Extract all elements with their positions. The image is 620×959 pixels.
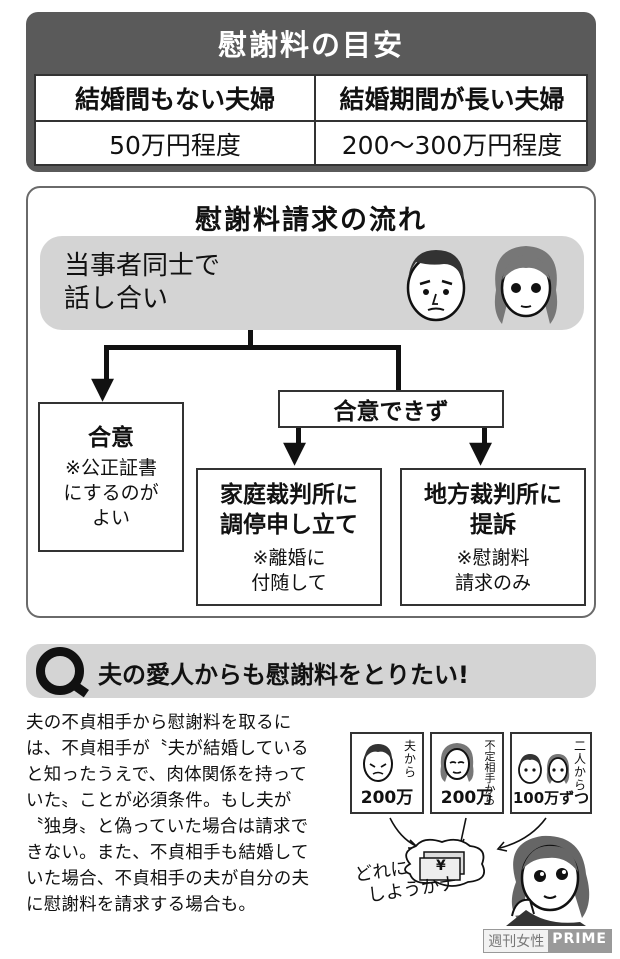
header-short-marriage: 結婚間もない夫婦 — [74, 85, 275, 114]
option-card-both: 二人から 100万ずつ — [510, 732, 592, 814]
disagreement-title: 合意できず — [333, 399, 449, 425]
district-court-title: 地方裁判所に 提訴 — [424, 482, 562, 538]
q-mark-tail — [69, 679, 89, 698]
watermark-left: 週刊女性 — [484, 930, 549, 952]
option-amount: 200万 — [440, 788, 494, 808]
district-court-box: 地方裁判所に 提訴 ※慰謝料 請求のみ — [400, 468, 586, 606]
answer-text: 夫の不貞相手から慰謝料を取るに は、不貞相手が〝夫が結婚している と知ったうえで… — [26, 713, 310, 915]
guideline-table: 結婚間もない夫婦 結婚期間が長い夫婦 50万円程度 200〜300万円程度 — [34, 74, 588, 166]
husband-face-icon — [406, 250, 466, 322]
question-text: 夫の愛人からも慰謝料をとりたい! — [98, 661, 469, 689]
agreement-box: 合意 ※公正証書 にするのが よい — [38, 402, 184, 552]
negotiation-step: 当事者同士で 話し合い — [40, 236, 584, 330]
flow-title: 慰謝料請求の流れ — [195, 205, 427, 236]
thought-bubble-icon — [404, 838, 486, 887]
disagreement-box: 合意できず — [278, 390, 504, 428]
option-label: 夫から — [403, 739, 416, 779]
watermark-right: PRIME — [548, 930, 611, 952]
option-label: 不定相手から — [484, 739, 496, 807]
arrow-down-icon: ▼ — [469, 435, 493, 470]
option-label: 二人から — [573, 739, 586, 792]
family-court-box: 家庭裁判所に 調停申し立て ※離婚に 付随して — [196, 468, 382, 606]
option-card-husband: 夫から 200万 — [350, 732, 424, 814]
value-long-marriage: 200〜300万円程度 — [341, 131, 563, 160]
agreement-title: 合意 — [88, 425, 134, 451]
arrow-down-icon: ▼ — [91, 371, 115, 406]
option-card-lover: 不定相手から 200万 — [430, 732, 504, 814]
flow-connector — [482, 428, 487, 444]
flow-connector — [104, 345, 400, 350]
family-court-title: 家庭裁判所に 調停申し立て — [220, 482, 358, 538]
table-divider — [36, 120, 586, 122]
district-court-note: ※慰謝料 請求のみ — [454, 547, 531, 594]
lover-face-icon — [440, 743, 474, 782]
arrow-down-icon: ▼ — [283, 435, 307, 470]
header-long-marriage: 結婚期間が長い夫婦 — [339, 85, 565, 114]
husband-face-icon — [363, 744, 393, 782]
thought-caption: どれに しようかナ — [353, 857, 459, 907]
negotiation-label: 当事者同士で 話し合い — [64, 251, 221, 314]
publisher-watermark: 週刊女性 PRIME — [483, 929, 612, 953]
flow-connector — [248, 330, 253, 348]
thinking-woman-icon — [506, 835, 590, 926]
guideline-panel: 慰謝料の目安 結婚間もない夫婦 結婚期間が長い夫婦 50万円程度 200〜300… — [26, 12, 596, 172]
value-short-marriage: 50万円程度 — [109, 131, 241, 160]
flow-connector — [104, 345, 109, 383]
option-amount: 100万ずつ — [512, 789, 590, 807]
yen-symbol: ¥ — [436, 858, 446, 874]
question-bar: 夫の愛人からも慰謝料をとりたい! — [26, 644, 596, 698]
family-court-note: ※離婚に 付随して — [251, 547, 327, 594]
guideline-title: 慰謝料の目安 — [217, 28, 404, 62]
agreement-note: ※公正証書 にするのが よい — [63, 457, 159, 529]
couple-faces-icon — [518, 754, 570, 784]
wife-face-icon — [494, 246, 558, 324]
flow-connector — [296, 428, 301, 444]
flow-connector — [396, 345, 401, 390]
option-amount: 200万 — [360, 788, 414, 808]
